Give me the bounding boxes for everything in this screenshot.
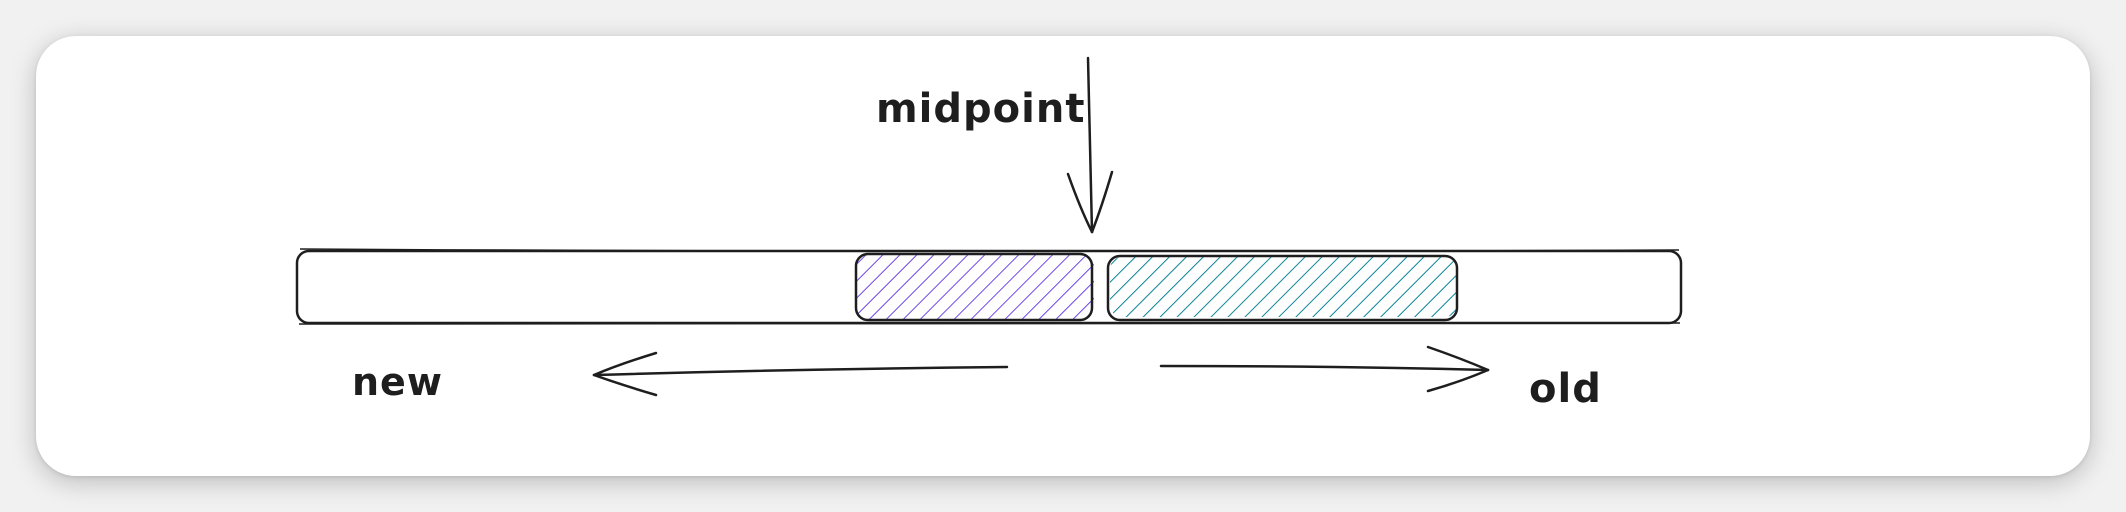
new-region-hatch <box>856 254 1094 320</box>
new-region <box>854 252 1094 322</box>
midpoint-label: midpoint <box>876 86 1085 132</box>
new-label: new <box>352 360 443 404</box>
midpoint-arrow <box>1066 56 1114 234</box>
new-direction-arrow <box>592 351 1009 397</box>
old-label: old <box>1529 366 1602 412</box>
old-region <box>1106 254 1459 322</box>
old-direction-arrow <box>1159 345 1490 393</box>
old-region-hatch <box>1110 257 1457 317</box>
